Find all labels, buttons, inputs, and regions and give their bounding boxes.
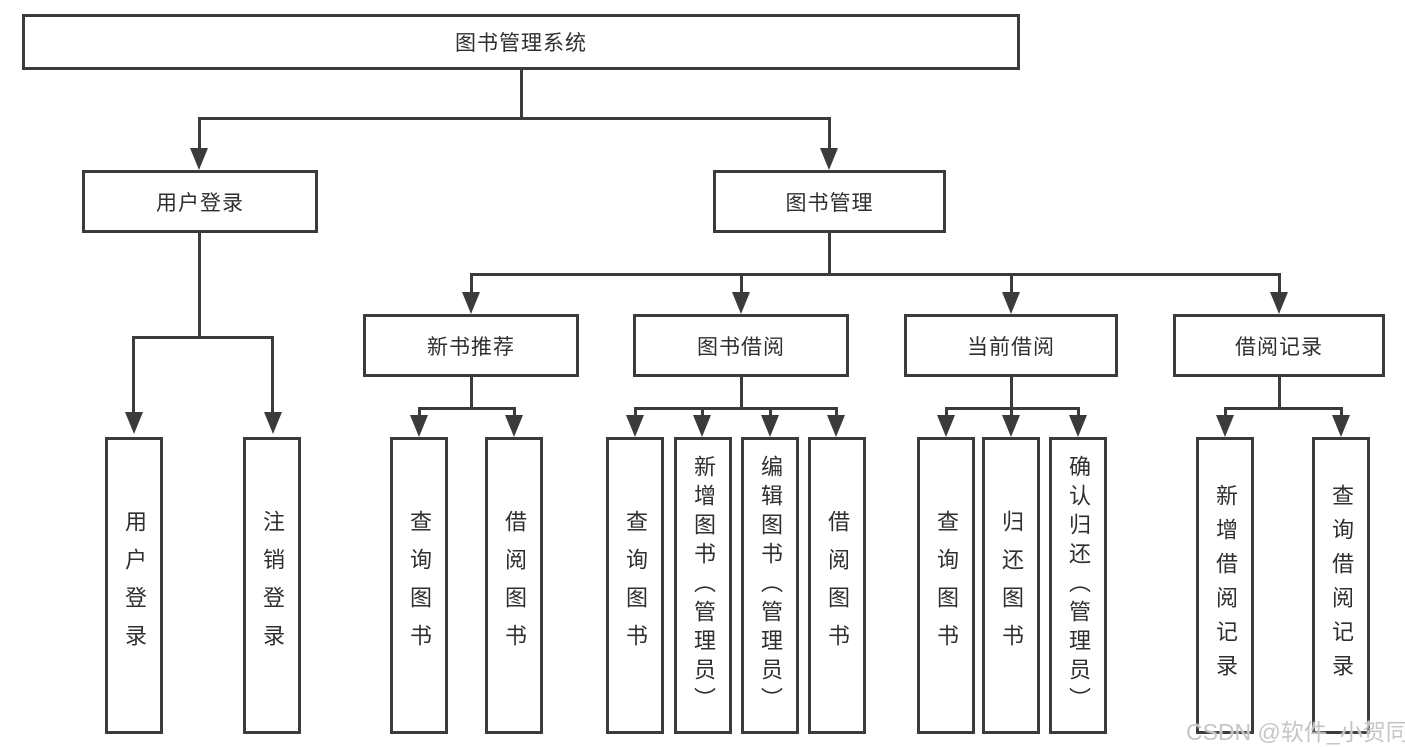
arrow-down-icon — [761, 415, 779, 437]
leaf-label: 借阅图书 — [825, 509, 850, 662]
leaf-query-books-3: 查询图书 — [917, 437, 975, 734]
line-v — [1010, 407, 1013, 416]
node-user-login: 用户登录 — [82, 170, 318, 233]
leaf-query-books-1: 查询图书 — [390, 437, 448, 734]
line-v — [828, 233, 831, 275]
arrow-down-icon — [190, 148, 208, 170]
leaf-user-login: 用户登录 — [105, 437, 163, 734]
node-book-borrowing-label: 图书借阅 — [697, 335, 785, 359]
arrow-down-icon — [462, 292, 480, 314]
line-v — [520, 69, 523, 120]
leaf-confirm-return-admin: 确认归还（管理员） — [1049, 437, 1107, 734]
line-h — [418, 407, 516, 410]
leaf-label: 注销登录 — [260, 509, 285, 662]
leaf-edit-book-admin: 编辑图书（管理员） — [741, 437, 799, 734]
line-v — [828, 117, 831, 151]
line-v — [418, 407, 421, 416]
line-v — [701, 407, 704, 416]
leaf-label: 借阅图书 — [502, 509, 527, 662]
node-current-borrowing: 当前借阅 — [904, 314, 1118, 377]
arrow-down-icon — [820, 148, 838, 170]
line-h — [1224, 407, 1342, 410]
node-book-management: 图书管理 — [713, 170, 946, 233]
line-v — [1010, 273, 1013, 294]
leaf-label: 新增借阅记录 — [1213, 483, 1238, 688]
line-v — [634, 407, 637, 416]
line-h — [133, 336, 274, 339]
line-v — [1010, 377, 1013, 409]
line-v — [271, 336, 274, 414]
arrow-down-icon — [1270, 292, 1288, 314]
line-v — [1278, 273, 1281, 294]
arrow-down-icon — [1002, 415, 1020, 437]
node-current-borrowing-label: 当前借阅 — [967, 335, 1055, 359]
leaf-borrow-books-1: 借阅图书 — [485, 437, 543, 734]
line-v — [198, 117, 201, 151]
leaf-return-book: 归还图书 — [982, 437, 1040, 734]
node-borrow-records: 借阅记录 — [1173, 314, 1385, 377]
arrow-down-icon — [827, 415, 845, 437]
line-v — [740, 377, 743, 409]
arrow-down-icon — [1332, 415, 1350, 437]
line-v — [1278, 377, 1281, 409]
line-v — [470, 273, 473, 294]
leaf-label: 编辑图书（管理员） — [758, 455, 783, 716]
line-v — [1340, 407, 1343, 416]
leaf-label: 用户登录 — [122, 509, 147, 662]
line-h — [198, 117, 831, 120]
leaf-query-borrow-record: 查询借阅记录 — [1312, 437, 1370, 734]
line-h — [470, 273, 1280, 276]
arrow-down-icon — [732, 292, 750, 314]
leaf-label: 新增图书（管理员） — [691, 455, 716, 716]
leaf-label: 查询图书 — [934, 509, 959, 662]
line-v — [740, 273, 743, 294]
arrow-down-icon — [125, 412, 143, 434]
leaf-label: 查询图书 — [623, 509, 648, 662]
line-v — [945, 407, 948, 416]
leaf-borrow-books-2: 借阅图书 — [808, 437, 866, 734]
arrow-down-icon — [410, 415, 428, 437]
line-h — [634, 407, 837, 410]
node-root: 图书管理系统 — [22, 14, 1020, 70]
leaf-label: 查询图书 — [407, 509, 432, 662]
leaf-logout: 注销登录 — [243, 437, 301, 734]
leaf-add-borrow-record: 新增借阅记录 — [1196, 437, 1254, 734]
arrow-down-icon — [1069, 415, 1087, 437]
arrow-down-icon — [1002, 292, 1020, 314]
node-new-book-recommend: 新书推荐 — [363, 314, 579, 377]
arrow-down-icon — [505, 415, 523, 437]
arrow-down-icon — [264, 412, 282, 434]
node-root-label: 图书管理系统 — [455, 32, 587, 55]
node-new-book-recommend-label: 新书推荐 — [427, 335, 515, 359]
line-v — [470, 377, 473, 409]
csdn-watermark: CSDN @软件_小贺同学 — [1186, 719, 1405, 745]
node-borrow-records-label: 借阅记录 — [1235, 335, 1323, 359]
arrow-down-icon — [626, 415, 644, 437]
line-v — [835, 407, 838, 416]
leaf-label: 归还图书 — [999, 509, 1024, 662]
leaf-add-book-admin: 新增图书（管理员） — [674, 437, 732, 734]
line-v — [198, 233, 201, 339]
node-user-login-label: 用户登录 — [156, 191, 244, 215]
node-book-management-label: 图书管理 — [785, 191, 874, 215]
arrow-down-icon — [693, 415, 711, 437]
arrow-down-icon — [937, 415, 955, 437]
line-v — [132, 336, 135, 414]
arrow-down-icon — [1216, 415, 1234, 437]
leaf-label: 确认归还（管理员） — [1066, 455, 1091, 716]
line-v — [1224, 407, 1227, 416]
leaf-label: 查询借阅记录 — [1329, 483, 1354, 688]
line-v — [769, 407, 772, 416]
node-book-borrowing: 图书借阅 — [633, 314, 849, 377]
leaf-query-books-2: 查询图书 — [606, 437, 664, 734]
line-v — [1077, 407, 1080, 416]
line-v — [513, 407, 516, 416]
